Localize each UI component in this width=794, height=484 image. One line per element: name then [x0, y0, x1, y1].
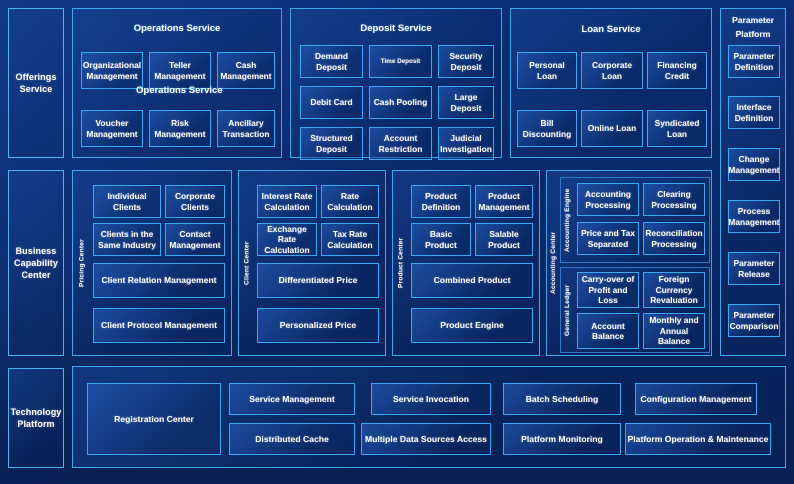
vlabel-client-center: Client Center [243, 241, 251, 285]
box-exchange-rate-calculation[interactable]: Exchange Rate Calculation [257, 223, 317, 256]
box-personalized-price[interactable]: Personalized Price [257, 308, 379, 343]
box-structured-deposit[interactable]: Structured Deposit [300, 127, 363, 160]
box-price-and-tax-separated[interactable]: Price and Tax Separated [577, 222, 639, 255]
box-salable-product[interactable]: Salable Product [475, 223, 533, 256]
box-organizational-management[interactable]: Organizational Management [81, 52, 143, 89]
tech-label-line1: Technology [10, 407, 62, 417]
box-financing-credit[interactable]: Financing Credit [647, 52, 707, 89]
box-product-engine[interactable]: Product Engine [411, 308, 533, 343]
box-ancillary-transaction[interactable]: Ancillary Transaction [217, 110, 275, 147]
box-service-invocation[interactable]: Service Invocation [371, 383, 491, 415]
box-change-management[interactable]: Change Management [728, 148, 780, 181]
box-interest-rate-calculation[interactable]: Interest Rate Calculation [257, 185, 317, 218]
vlabel-general-ledger: General Ledger [564, 284, 571, 336]
box-accounting-processing[interactable]: Accounting Processing [577, 183, 639, 216]
box-voucher-management[interactable]: Voucher Management [81, 110, 143, 147]
group-title-loan-service: Loan Service [581, 24, 641, 35]
row-label-business-capability-center: Business Capability Center [8, 170, 64, 356]
group-operations-service: Operations Service Organizational Manage… [72, 8, 282, 158]
vlabel-product-center: Product Center [397, 237, 405, 289]
box-multiple-data-sources-access[interactable]: Multiple Data Sources Access [361, 423, 491, 455]
box-service-management[interactable]: Service Management [229, 383, 355, 415]
box-cash-pooling[interactable]: Cash Pooling [369, 86, 432, 119]
box-parameter-release[interactable]: Parameter Release [728, 252, 780, 285]
bcc-label-line1: Business [15, 246, 57, 256]
box-distributed-cache[interactable]: Distributed Cache [229, 423, 355, 455]
box-configuration-management[interactable]: Configuration Management [635, 383, 757, 415]
box-individual-clients[interactable]: Individual Clients [93, 185, 161, 218]
subgroup-accounting-engine: Accounting Engine Accounting Processing … [560, 177, 710, 263]
vlabel-accounting-center: Accounting Center [550, 231, 557, 295]
group-parameter-platform: Parameter Platform Parameter Definition … [720, 8, 786, 356]
group-technology-platform: Registration Center Service Management D… [72, 366, 786, 468]
box-teller-management[interactable]: Teller Management [149, 52, 211, 89]
box-account-restriction[interactable]: Account Restriction [369, 127, 432, 160]
row-label-technology-platform: Technology Platform [8, 368, 64, 468]
box-personal-loan[interactable]: Personal Loan [517, 52, 577, 89]
box-contact-management[interactable]: Contact Management [165, 223, 225, 256]
box-platform-operation-maintenance[interactable]: Platform Operation & Maintenance [625, 423, 771, 455]
box-process-management[interactable]: Process Management [728, 200, 780, 233]
box-rate-calculation[interactable]: Rate Calculation [321, 185, 379, 218]
box-cash-management[interactable]: Cash Management [217, 52, 275, 89]
box-time-deposit[interactable]: Time Deposit [369, 45, 432, 78]
box-interface-definition[interactable]: Interface Definition [728, 96, 780, 129]
box-security-deposit[interactable]: Security Deposit [438, 45, 494, 78]
box-differentiated-price[interactable]: Differentiated Price [257, 263, 379, 298]
tech-label-line2: Platform [17, 419, 55, 429]
bcc-label-line2: Capability [13, 258, 58, 268]
box-client-protocol-management[interactable]: Client Protocol Management [93, 308, 225, 343]
box-large-deposit[interactable]: Large Deposit [438, 86, 494, 119]
group-loan-service: Loan Service Personal Loan Corporate Loa… [510, 8, 712, 158]
row-label-offerings-service: Offerings Service [8, 8, 64, 158]
group-deposit-service: Deposit Service Demand Deposit Time Depo… [290, 8, 502, 160]
box-parameter-definition[interactable]: Parameter Definition [728, 45, 780, 78]
box-bill-discounting[interactable]: Bill Discounting [517, 110, 577, 147]
box-demand-deposit[interactable]: Demand Deposit [300, 45, 363, 78]
box-account-balance[interactable]: Account Balance [577, 313, 639, 349]
box-judicial-investigation[interactable]: Judicial Investigation [438, 127, 494, 160]
box-debit-card[interactable]: Debit Card [300, 86, 363, 119]
group-accounting-center: Accounting Center Accounting Engine Acco… [546, 170, 712, 356]
parameter-platform-title-line2: Platform [735, 29, 771, 39]
box-combined-product[interactable]: Combined Product [411, 263, 533, 298]
box-risk-management[interactable]: Risk Management [149, 110, 211, 147]
box-monthly-annual-balance[interactable]: Monthly and Annual Balance [643, 313, 705, 349]
group-pricing-center: Client Center Interest Rate Calculation … [238, 170, 386, 356]
offerings-label-line1: Offerings [15, 72, 57, 82]
vlabel-pricing-center: Pricing Center [78, 239, 86, 287]
box-carry-over-profit-loss[interactable]: Carry-over of Profit and Loss [577, 272, 639, 308]
box-registration-center[interactable]: Registration Center [87, 383, 221, 455]
subgroup-general-ledger: General Ledger Carry-over of Profit and … [560, 267, 710, 353]
box-corporate-loan[interactable]: Corporate Loan [581, 52, 643, 89]
box-clients-same-industry[interactable]: Clients in the Same Industry [93, 223, 161, 256]
box-parameter-comparison[interactable]: Parameter Comparison [728, 304, 780, 337]
box-corporate-clients[interactable]: Corporate Clients [165, 185, 225, 218]
group-client-center: Pricing Center Individual Clients Corpor… [72, 170, 232, 356]
offerings-label-line2: Service [19, 84, 53, 94]
box-reconciliation-processing[interactable]: Reconciliation Processing [643, 222, 705, 255]
box-client-relation-management[interactable]: Client Relation Management [93, 263, 225, 298]
group-product-center: Product Center Product Definition Produc… [392, 170, 540, 356]
box-product-definition[interactable]: Product Definition [411, 185, 471, 218]
box-product-management[interactable]: Product Management [475, 185, 533, 218]
box-platform-monitoring[interactable]: Platform Monitoring [503, 423, 621, 455]
group-title-operations-service: Operations Service [133, 23, 221, 34]
box-foreign-currency-revaluation[interactable]: Foreign Currency Revaluation [643, 272, 705, 308]
box-tax-rate-calculation[interactable]: Tax Rate Calculation [321, 223, 379, 256]
parameter-platform-title-line1: Parameter [731, 15, 775, 25]
group-title-deposit-service: Deposit Service [360, 23, 432, 34]
group-title-operations-service-duplicate: Operations Service [136, 85, 223, 96]
box-clearing-processing[interactable]: Clearing Processing [643, 183, 705, 216]
bcc-label-line3: Center [21, 270, 51, 280]
vlabel-accounting-engine: Accounting Engine [564, 188, 571, 252]
box-online-loan[interactable]: Online Loan [581, 110, 643, 147]
box-syndicated-loan[interactable]: Syndicated Loan [647, 110, 707, 147]
box-batch-scheduling[interactable]: Batch Scheduling [503, 383, 621, 415]
box-basic-product[interactable]: Basic Product [411, 223, 471, 256]
